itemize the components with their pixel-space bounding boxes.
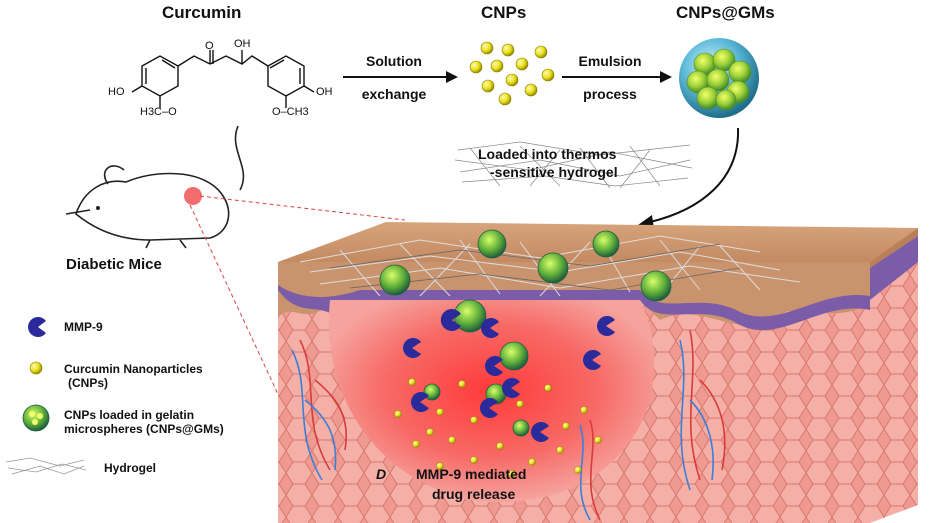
skin-block bbox=[278, 222, 918, 523]
curcumin-structure bbox=[131, 50, 315, 108]
surface-microspheres bbox=[379, 229, 672, 302]
curcumin-title: Curcumin bbox=[162, 3, 242, 22]
zoom-leader-lines bbox=[189, 195, 406, 421]
step1-label-bottom: exchange bbox=[361, 86, 427, 102]
legend-gm-label-2: microspheres (CNPs@GMs) bbox=[64, 422, 224, 436]
legend-gm-icon bbox=[22, 404, 50, 432]
mouse-wound-spot bbox=[184, 187, 202, 205]
molecule-methoxy-right: O–CH3 bbox=[272, 106, 309, 118]
hydrogel-caption-line2: -sensitive hydrogel bbox=[490, 164, 618, 180]
mouse-eye bbox=[96, 206, 100, 210]
step2-label-bottom: process bbox=[583, 86, 637, 102]
cnps-cluster bbox=[469, 41, 555, 106]
hydrogel-fibers-wound-dark bbox=[329, 243, 741, 291]
release-label-line2: drug release bbox=[432, 486, 516, 502]
mouse-drawing bbox=[65, 125, 245, 249]
legend-cnp-label-2: (CNPs) bbox=[68, 376, 109, 390]
panel-letter: D bbox=[376, 466, 387, 482]
legend-hydrogel-icon bbox=[5, 457, 87, 475]
legend-gm-label-1: CNPs loaded in gelatin bbox=[64, 408, 195, 422]
legend-hydrogel-label: Hydrogel bbox=[104, 461, 157, 475]
step2-label-top: Emulsion bbox=[578, 53, 642, 69]
hydrogel-mesh-caption bbox=[454, 141, 693, 189]
legend-mmp9-icon bbox=[27, 317, 46, 338]
cnps-title: CNPs bbox=[481, 3, 527, 22]
molecule-carbonyl-o: O bbox=[205, 40, 214, 52]
release-label-line1: MMP-9 mediated bbox=[416, 466, 527, 482]
arrow-solution-exchange bbox=[343, 71, 458, 83]
diabetic-mice-label: Diabetic Mice bbox=[66, 256, 162, 273]
mmp9-enzymes bbox=[403, 309, 615, 443]
molecule-methoxy-left: H3C–O bbox=[140, 106, 177, 118]
legend-cnp-label-1: Curcumin Nanoparticles bbox=[64, 362, 203, 376]
arrow-to-wound bbox=[638, 127, 740, 229]
molecule-ho-left: HO bbox=[108, 86, 125, 98]
hydrogel-caption-line1: Loaded into thermos bbox=[478, 146, 617, 162]
molecule-enol-oh: OH bbox=[234, 38, 251, 50]
released-nanoparticles bbox=[394, 378, 602, 478]
step1-label-top: Solution bbox=[366, 53, 422, 69]
cnps-gms-sphere bbox=[679, 38, 759, 118]
legend-cnp-icon bbox=[29, 361, 43, 375]
legend-mmp9-label: MMP-9 bbox=[64, 320, 103, 334]
arrow-emulsion-process bbox=[562, 71, 672, 83]
molecule-oh-right: OH bbox=[316, 86, 333, 98]
cnps-gms-title: CNPs@GMs bbox=[676, 3, 775, 22]
